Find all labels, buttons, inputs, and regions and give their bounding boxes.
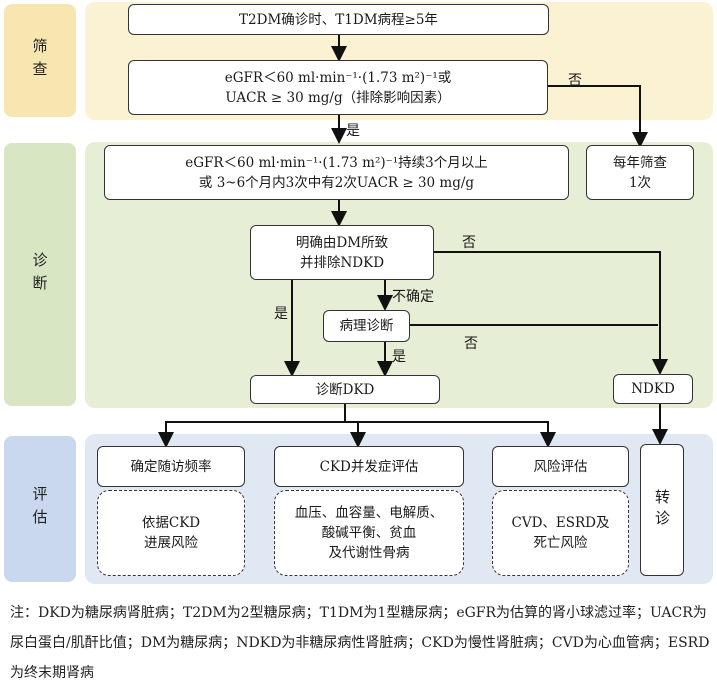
start-criteria-box: T2DM确诊时、T1DM病程≥5年	[128, 4, 549, 35]
annual-screening-box: 每年筛查 1次	[586, 145, 694, 200]
followup-detail-line2: 进展风险	[144, 535, 198, 551]
ckd-detail-line1: 血压、血容量、电解质、	[294, 505, 444, 521]
persist-line1: eGFR＜60 ml·min⁻¹·(1.73 m²)⁻¹持续3个月以上	[185, 154, 488, 171]
persist-line2: 或 3~6个月内3次中有2次UACR ≥ 30 mg/g	[198, 174, 475, 191]
section-assessment: 评估	[4, 436, 76, 582]
referral-box: 转诊	[640, 444, 684, 576]
dm-cause-box: 明确由DM所致 并排除NDKD	[250, 225, 434, 280]
risk-text: 风险评估	[533, 458, 588, 475]
ckd-comp-text: CKD并发症评估	[319, 458, 419, 475]
label-yes-screening: 是	[346, 123, 360, 139]
risk-detail-line2: 死亡风险	[533, 535, 588, 551]
annual-line1: 每年筛查	[613, 154, 667, 171]
risk-assessment-box: 风险评估	[492, 446, 629, 487]
label-no-ndkd: 否	[462, 235, 476, 251]
label-no-screening: 否	[568, 73, 582, 89]
section-screening: 筛查	[4, 4, 76, 117]
label-no-pathology: 否	[464, 336, 478, 352]
label-uncertain: 不确定	[392, 289, 434, 305]
ndkd-text: NDKD	[631, 381, 675, 397]
egfr-line1: eGFR＜60 ml·min⁻¹·(1.73 m²)⁻¹或	[224, 69, 452, 86]
followup-text: 确定随访频率	[130, 458, 212, 475]
egfr-line2: UACR ≥ 30 mg/g（排除影响因素）	[225, 89, 451, 106]
label-yes-pathology: 是	[392, 349, 406, 365]
pathology-box: 病理诊断	[323, 310, 410, 342]
ckd-detail-line2: 酸碱平衡、贫血	[321, 525, 417, 541]
footnote: 注：DKD为糖尿病肾脏病；T2DM为2型糖尿病；T1DM为1型糖尿病；eGFR为…	[10, 605, 710, 681]
ckd-complication-detail-box: 血压、血容量、电解质、 酸碱平衡、贫血 及代谢性骨病	[274, 490, 464, 576]
risk-detail-line1: CVD、ESRD及	[511, 515, 610, 531]
referral-text: 转诊	[653, 489, 671, 531]
annual-line2: 1次	[628, 174, 652, 191]
followup-frequency-box: 确定随访频率	[97, 446, 245, 487]
section-diagnosis: 诊断	[4, 143, 76, 406]
dkd-text: 诊断DKD	[315, 381, 375, 398]
ckd-complication-box: CKD并发症评估	[274, 446, 464, 487]
ndkd-box: NDKD	[613, 374, 693, 404]
pathology-text: 病理诊断	[339, 318, 394, 334]
dm-line1: 明确由DM所致	[295, 234, 389, 251]
dkd-diagnosis-box: 诊断DKD	[250, 375, 440, 404]
risk-detail-box: CVD、ESRD及 死亡风险	[492, 490, 629, 576]
label-yes-dkd: 是	[274, 306, 288, 322]
dm-line2: 并排除NDKD	[299, 254, 385, 271]
followup-detail-box: 依据CKD 进展风险	[97, 490, 245, 576]
ckd-detail-line3: 及代谢性骨病	[328, 545, 410, 561]
followup-detail-line1: 依据CKD	[141, 515, 201, 531]
egfr-uacr-box: eGFR＜60 ml·min⁻¹·(1.73 m²)⁻¹或 UACR ≥ 30 …	[128, 60, 548, 115]
start-criteria-text: T2DM确诊时、T1DM病程≥5年	[239, 11, 438, 28]
persistent-criteria-box: eGFR＜60 ml·min⁻¹·(1.73 m²)⁻¹持续3个月以上 或 3~…	[104, 145, 569, 200]
